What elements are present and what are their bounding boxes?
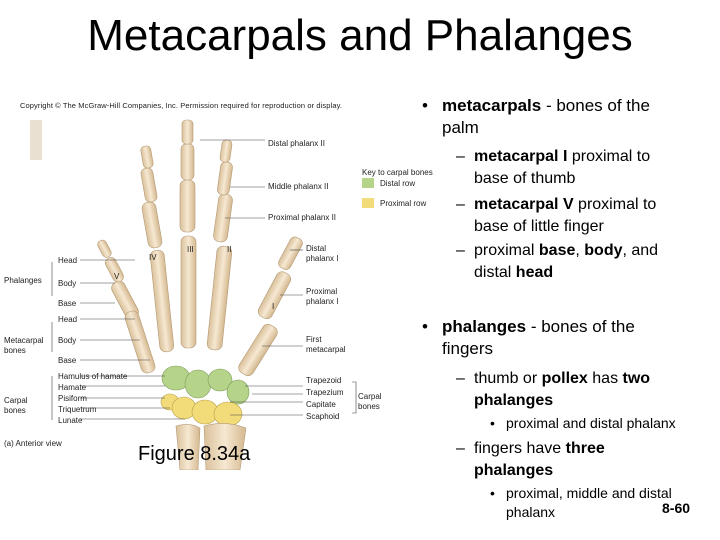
label-roman-ii: II xyxy=(227,245,231,254)
label-triquetrum: Triquetrum xyxy=(58,405,96,414)
bullet-metacarpal-parts: – proximal base, body, and distal head xyxy=(474,240,658,284)
label-hamulus-of-hamate: Hamulus of hamate xyxy=(58,372,127,381)
copyright-notice: Copyright © The McGraw-Hill Companies, I… xyxy=(20,101,342,110)
label-middle-phalanx-ii: Middle phalanx II xyxy=(268,182,328,191)
label-proximal-phalanx-i: Proximal phalanx I xyxy=(306,287,356,307)
bullet-metacarpal-i: – metacarpal I proximal to base of thumb xyxy=(474,146,650,190)
label-scaphoid: Scaphoid xyxy=(306,412,339,421)
slide-title: Metacarpals and Phalanges xyxy=(0,14,720,58)
page-number: 8-60 xyxy=(662,500,690,516)
label-roman-i: I xyxy=(272,302,274,311)
label-roman-iii: III xyxy=(187,245,194,254)
label-metacarpal-body: Body xyxy=(58,336,76,345)
label-phalanges: Phalanges xyxy=(4,276,42,285)
key-title: Key to carpal bones xyxy=(362,168,433,177)
label-roman-v: V xyxy=(114,272,119,281)
bullet-thumb: – thumb or pollex has two phalanges xyxy=(474,368,650,412)
label-metacarpal-bones: Metacarpal bones xyxy=(4,336,48,356)
label-proximal-phalanx-ii: Proximal phalanx II xyxy=(268,213,336,222)
label-phalanx-head: Head xyxy=(58,256,77,265)
label-hamate: Hamate xyxy=(58,383,86,392)
figure-caption: Figure 8.34a xyxy=(138,443,250,466)
label-phalanx-body: Body xyxy=(58,279,76,288)
key-proximal-row: Proximal row xyxy=(380,199,426,208)
label-first-metacarpal: First metacarpal xyxy=(306,335,356,355)
label-anterior-view: (a) Anterior view xyxy=(4,439,62,448)
label-phalanx-base: Base xyxy=(58,299,76,308)
key-swatch-distal xyxy=(362,178,374,188)
bullet-metacarpal-v: – metacarpal V proximal to base of littl… xyxy=(474,194,656,238)
bullet-fingers-sub: • proximal, middle and distal phalanx xyxy=(506,484,672,522)
label-lunate: Lunate xyxy=(58,416,82,425)
bullet-dot: • xyxy=(422,95,428,117)
bullet-thumb-sub: • proximal and distal phalanx xyxy=(506,414,676,433)
bullet-phalanges: • phalanges - bones of the fingers xyxy=(442,316,635,360)
label-carpal-bones-right: Carpal bones xyxy=(358,392,388,412)
label-metacarpal-base: Base xyxy=(58,356,76,365)
key-distal-row: Distal row xyxy=(380,179,415,188)
label-carpal-bones-left: Carpal bones xyxy=(4,396,44,416)
label-distal-phalanx-i: Distal phalanx I xyxy=(306,244,346,264)
label-capitate: Capitate xyxy=(306,400,336,409)
key-swatch-proximal xyxy=(362,198,374,208)
bullet-fingers: – fingers have three phalanges xyxy=(474,438,605,482)
label-trapezium: Trapezium xyxy=(306,388,344,397)
label-trapezoid: Trapezoid xyxy=(306,376,341,385)
label-distal-phalanx-ii: Distal phalanx II xyxy=(268,139,325,148)
bullet-metacarpals: • metacarpals - bones of the palm xyxy=(442,95,650,139)
label-roman-iv: IV xyxy=(149,253,157,262)
hand-figure: Distal phalanx II Middle phalanx II Prox… xyxy=(0,110,450,470)
label-metacarpal-head: Head xyxy=(58,315,77,324)
label-pisiform: Pisiform xyxy=(58,394,87,403)
